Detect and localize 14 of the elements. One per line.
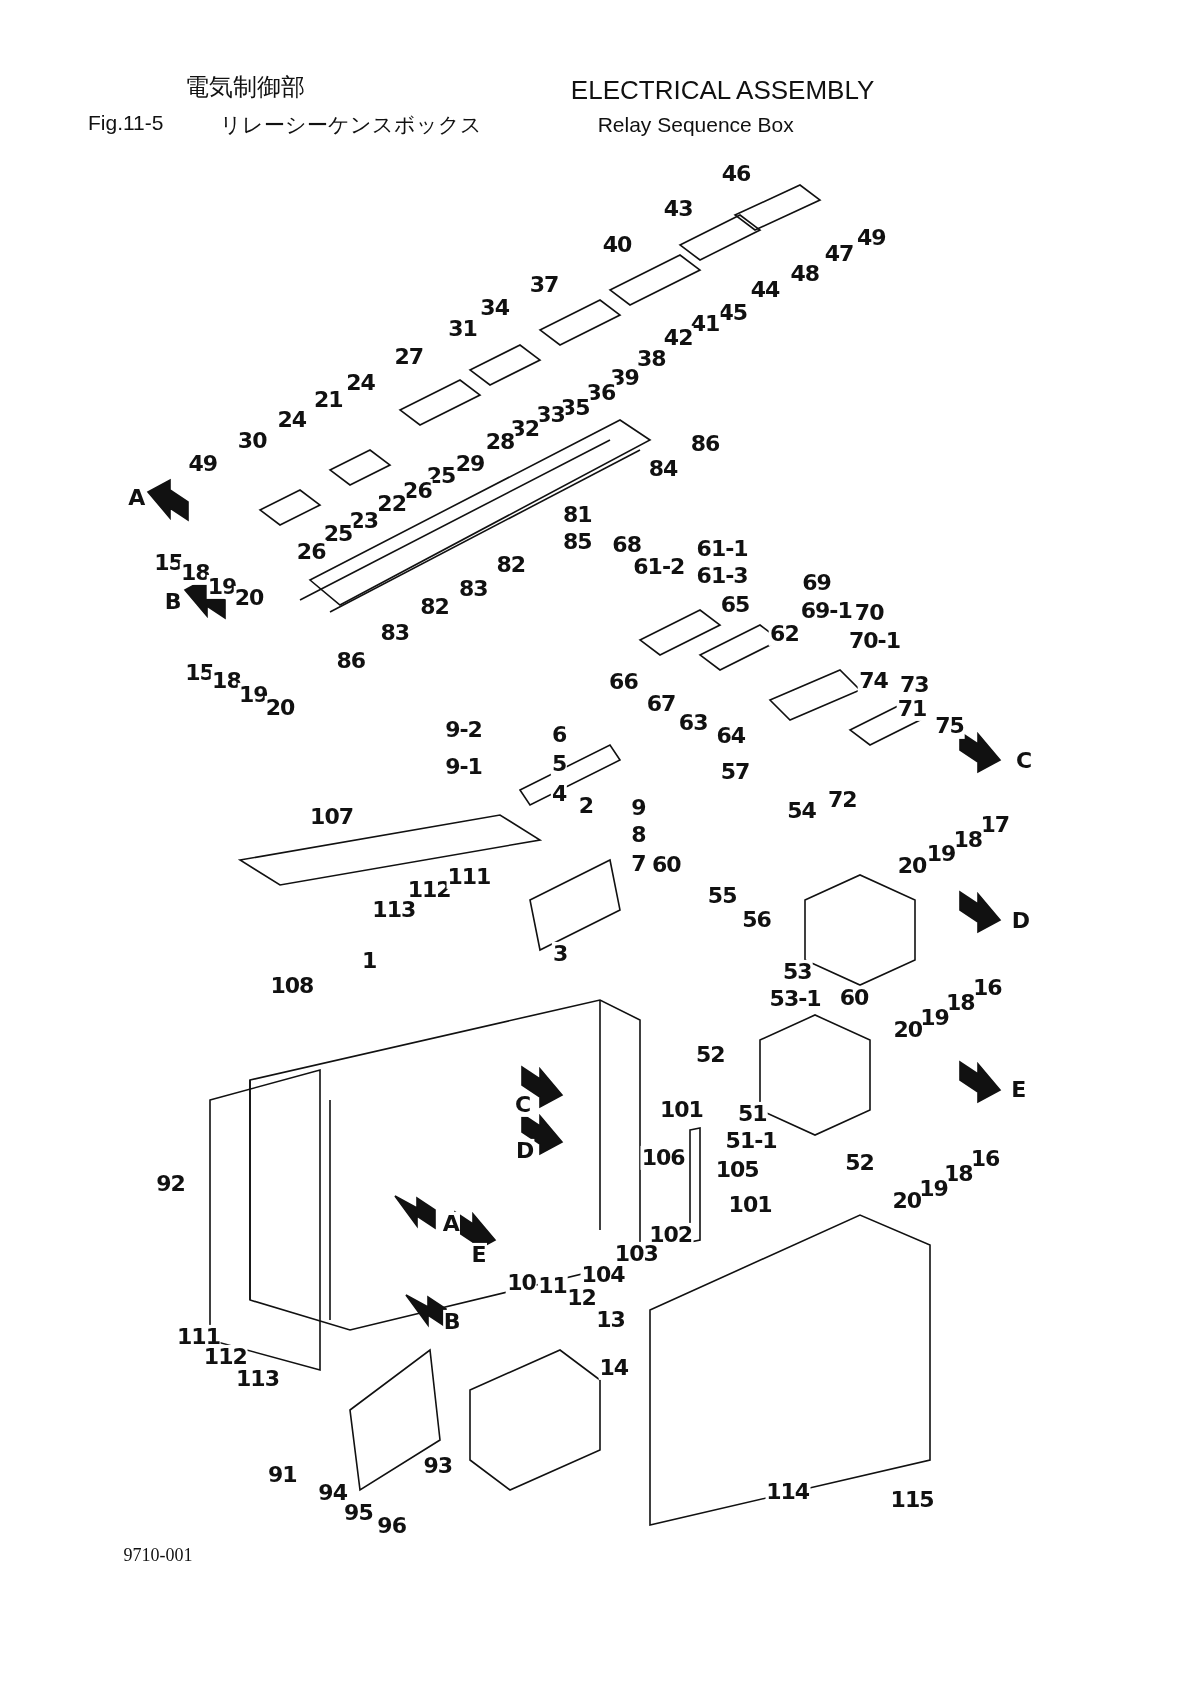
callout-number: A xyxy=(441,1212,460,1237)
document-number: 9710-001 xyxy=(123,1545,193,1567)
section-heading: Relay Sequence Box xyxy=(597,112,794,137)
callout-number: 71 xyxy=(896,697,928,722)
callout-number: 74 xyxy=(858,669,889,694)
section-heading: リレーシーケンスボックス xyxy=(219,111,482,138)
callout-number: 14 xyxy=(598,1356,630,1381)
callout-number: 10 xyxy=(506,1271,537,1296)
callout-number: 62 xyxy=(769,622,800,647)
title: ELECTRICAL ASSEMBLY xyxy=(570,75,875,107)
callout-number: C xyxy=(514,1093,532,1118)
callout-number: 75 xyxy=(934,714,965,739)
figure-number: Fig.11-5 xyxy=(88,110,164,135)
section-heading: 電気制御部 xyxy=(184,71,305,102)
